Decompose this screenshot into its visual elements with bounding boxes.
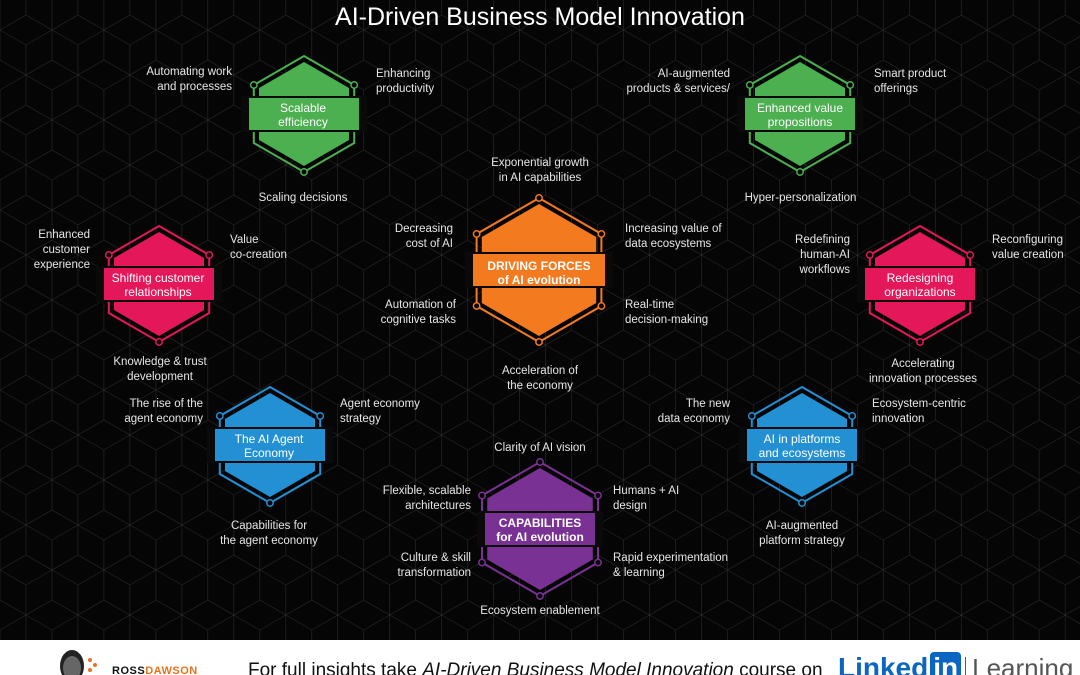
hex-capabilities-label: CAPABILITIES for AI evolution — [496, 516, 584, 544]
hex-value-propositions-label: Enhanced value propositions — [756, 101, 844, 129]
label-automating-work: Automating work and processes — [146, 66, 232, 93]
ross-dawson-portrait-icon — [60, 650, 97, 675]
page-title: AI-Driven Business Model Innovation — [335, 3, 745, 31]
diagram-svg — [0, 0, 1080, 640]
hex-driving-node-0 — [535, 194, 543, 202]
hex-value-propositions-node-1 — [846, 81, 855, 89]
hex-value-propositions-label-box — [745, 98, 855, 130]
cta-prefix: For full insights take — [248, 660, 423, 675]
hex-scalable-node-2 — [300, 168, 308, 176]
label-clarity-ai-vision: Clarity of AI vision — [494, 442, 586, 454]
label-humans-ai-design: Humans + AI design — [613, 485, 680, 512]
hex-organizations-label: Redesigning organizations — [884, 271, 956, 299]
label-hyper-personalization: Hyper-personalization — [744, 192, 857, 204]
hex-capabilities-node-2 — [594, 491, 602, 500]
hex-customer-node-2 — [155, 338, 163, 346]
diagram-canvas: AI-Driven Business Model Innovation Scal… — [0, 0, 1080, 640]
hex-organizations-node-2 — [916, 338, 924, 346]
label-enhancing-productivity: Enhancing productivity — [376, 68, 435, 95]
footer-bar: ROSSDAWSON For full insights take AI-Dri… — [0, 640, 1080, 675]
label-capabilities-agent-economy: Capabilities for the agent economy — [220, 520, 318, 547]
label-rise-agent-economy: The rise of the agent economy — [124, 398, 203, 425]
label-ai-augmented-products: AI-augmented products & services/ — [626, 68, 730, 95]
hex-capabilities-node-4 — [594, 558, 602, 567]
hex-scalable-label-box — [249, 98, 359, 130]
hex-platforms-label: AI in platforms and ecosystems — [758, 432, 846, 460]
hex-agent-label-box — [215, 429, 325, 461]
hex-driving-node-2 — [597, 230, 606, 238]
label-scaling-decisions: Scaling decisions — [258, 192, 348, 204]
label-ai-augmented-platform: AI-augmented platform strategy — [759, 520, 845, 547]
hex-customer-label-box — [104, 268, 214, 300]
hex-agent-node-0 — [215, 412, 224, 420]
hex-customer-node-0 — [104, 251, 113, 259]
cta-suffix: course on — [733, 660, 823, 675]
label-smart-product-offerings: Smart product offerings — [874, 68, 947, 95]
label-acceleration-economy: Acceleration of the economy — [501, 365, 579, 392]
hex-platforms-label-box — [747, 429, 857, 461]
label-ecosystem-enablement: Ecosystem enablement — [480, 605, 600, 617]
brand-text-b: DAWSON — [145, 665, 198, 675]
brand-logo: ROSSDAWSON — [112, 665, 198, 675]
hex-value-propositions-node-2 — [796, 168, 804, 176]
hex-capabilities-node-0 — [536, 458, 544, 466]
hex-driving-node-5 — [535, 338, 543, 346]
hex-platforms-node-0 — [747, 412, 756, 420]
hex-platforms-node-1 — [848, 412, 857, 420]
logo-separator — [965, 656, 967, 675]
label-rapid-experimentation: Rapid experimentation & learning — [613, 552, 729, 579]
hex-organizations-node-0 — [865, 251, 874, 259]
hex-driving-node-1 — [472, 230, 481, 238]
hex-customer-label: Shifting customer relationships — [111, 271, 205, 299]
course-call-to-action[interactable]: For full insights take AI-Driven Busines… — [248, 660, 823, 675]
label-increasing-value-data: Increasing value of data ecosystems — [625, 223, 722, 250]
hex-scalable-node-1 — [350, 81, 359, 89]
hex-organizations-label-box — [865, 268, 975, 300]
label-new-data-economy: The new data economy — [657, 398, 730, 425]
hex-scalable-label: Scalable efficiency — [278, 101, 328, 129]
hex-capabilities-node-5 — [536, 592, 544, 600]
label-decreasing-cost: Decreasing cost of AI — [394, 223, 453, 250]
linkedin-text: Linked — [838, 652, 929, 675]
label-ecosystem-centric: Ecosystem-centric innovation — [872, 398, 966, 425]
hex-value-propositions-node-0 — [745, 81, 754, 89]
hex-driving-node-3 — [472, 302, 481, 310]
label-reconfiguring-value: Reconfiguring value creation — [992, 234, 1064, 261]
label-knowledge-trust: Knowledge & trust development — [113, 356, 207, 383]
hex-agent-economy-label: The AI Agent Economy — [234, 432, 304, 460]
hex-driving-node-4 — [597, 302, 606, 310]
hex-scalable-node-0 — [249, 81, 258, 89]
hex-organizations-node-1 — [966, 251, 975, 259]
linkedin-in-badge: in — [930, 652, 962, 675]
label-redefining-workflows: Redefining human-AI workflows — [795, 234, 850, 276]
label-value-co-creation: Value co-creation — [230, 234, 287, 261]
label-enhanced-customer-experience: Enhanced customer experience — [33, 229, 90, 271]
label-automation-cognitive: Automation of cognitive tasks — [380, 299, 456, 326]
hex-platforms-node-2 — [798, 499, 806, 507]
label-accelerating-innovation: Accelerating innovation processes — [868, 358, 978, 385]
hex-agent-node-1 — [316, 412, 325, 420]
learning-text: Learning — [972, 653, 1074, 675]
label-flexible-architectures: Flexible, scalable architectures — [382, 485, 471, 512]
hex-capabilities-node-3 — [478, 558, 486, 567]
hex-capabilities-label-box — [485, 513, 595, 545]
label-culture-skill: Culture & skill transformation — [397, 552, 471, 579]
hex-agent-node-2 — [266, 499, 274, 507]
cta-course-name: AI-Driven Business Model Innovation — [422, 660, 734, 675]
hex-customer-node-1 — [205, 251, 214, 259]
brand-text-a: ROSS — [112, 665, 146, 675]
label-agent-economy-strategy: Agent economy strategy — [340, 398, 420, 425]
label-exponential-growth: Exponential growth in AI capabilities — [491, 157, 589, 184]
hex-capabilities-node-1 — [478, 491, 486, 500]
hex-driving-label-box — [473, 254, 605, 286]
label-real-time-decision: Real-time decision-making — [625, 299, 709, 326]
hex-driving-forces-label: DRIVING FORCES of AI evolution — [487, 259, 591, 287]
